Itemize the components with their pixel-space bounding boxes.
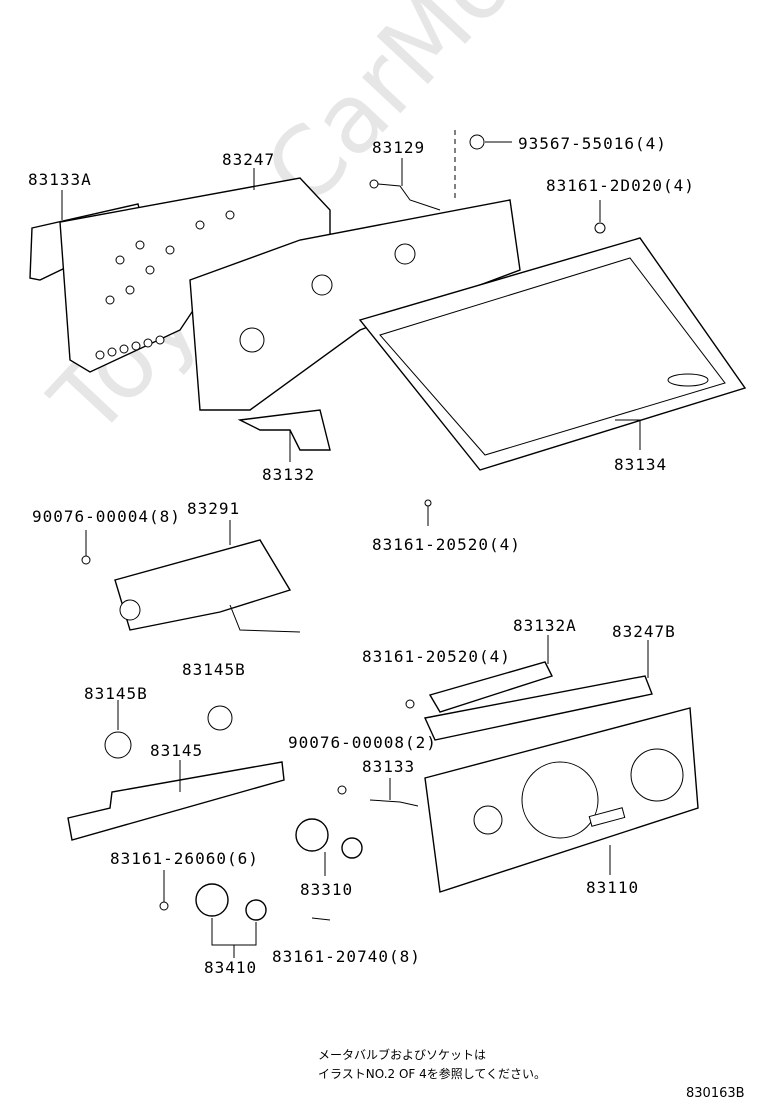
label-83291: 83291 — [187, 499, 241, 518]
label-83161-20520-lower: 83161-20520(4) — [362, 647, 511, 666]
label-83145b-right: 83145B — [182, 660, 246, 679]
label-83161-20740: 83161-20740(8) — [272, 947, 421, 966]
label-83133a: 83133A — [28, 170, 92, 189]
label-83310: 83310 — [300, 880, 354, 899]
meter-case-83132-drawing — [189, 199, 521, 462]
label-90076-00004: 90076-00004(8) — [32, 507, 181, 526]
label-83134: 83134 — [614, 455, 668, 474]
label-83145b-left: 83145B — [84, 684, 148, 703]
harness-83291-drawing — [81, 520, 301, 633]
label-83161-2d020: 83161-2D020(4) — [546, 176, 695, 195]
switch-83310-drawing — [295, 818, 363, 876]
circuit-holes — [95, 210, 235, 360]
label-83247: 83247 — [222, 150, 276, 169]
label-83133: 83133 — [362, 757, 416, 776]
label-90076-00008: 90076-00008(2) — [288, 733, 437, 752]
label-83145: 83145 — [150, 741, 204, 760]
label-93567-55016: 93567-55016(4) — [518, 134, 667, 153]
bracket-83132a-drawing — [405, 635, 553, 713]
label-83161-20520-upper: 83161-20520(4) — [372, 535, 521, 554]
footnote-line-2: イラストNO.2 OF 4を参照してください。 — [318, 1067, 547, 1081]
label-83110: 83110 — [586, 878, 640, 897]
wire-83129-drawing — [369, 158, 441, 211]
figure-code: 830163B — [686, 1086, 745, 1101]
label-83161-26060: 83161-26060(6) — [110, 849, 259, 868]
label-83129: 83129 — [372, 138, 426, 157]
label-83132a: 83132A — [513, 616, 577, 635]
screw-93567-drawing — [454, 130, 512, 200]
plate-83145-drawing — [67, 760, 285, 841]
label-83410: 83410 — [204, 958, 258, 977]
switch-83410-drawing — [159, 870, 331, 958]
meter-glass-83134-drawing — [358, 237, 747, 471]
footnote-line-1: メータバルブおよびソケットは — [318, 1048, 487, 1062]
screw-83161-20520-upper-drawing — [424, 499, 432, 526]
meter-panel-83110-drawing — [424, 707, 699, 893]
circuit-83247b-drawing — [423, 640, 653, 741]
screw-83161-2d020-drawing — [594, 200, 606, 234]
label-83247b: 83247B — [612, 622, 676, 641]
socket-83133-drawing — [337, 778, 419, 807]
lens-83145b-drawing — [104, 700, 233, 759]
label-83132: 83132 — [262, 465, 316, 484]
